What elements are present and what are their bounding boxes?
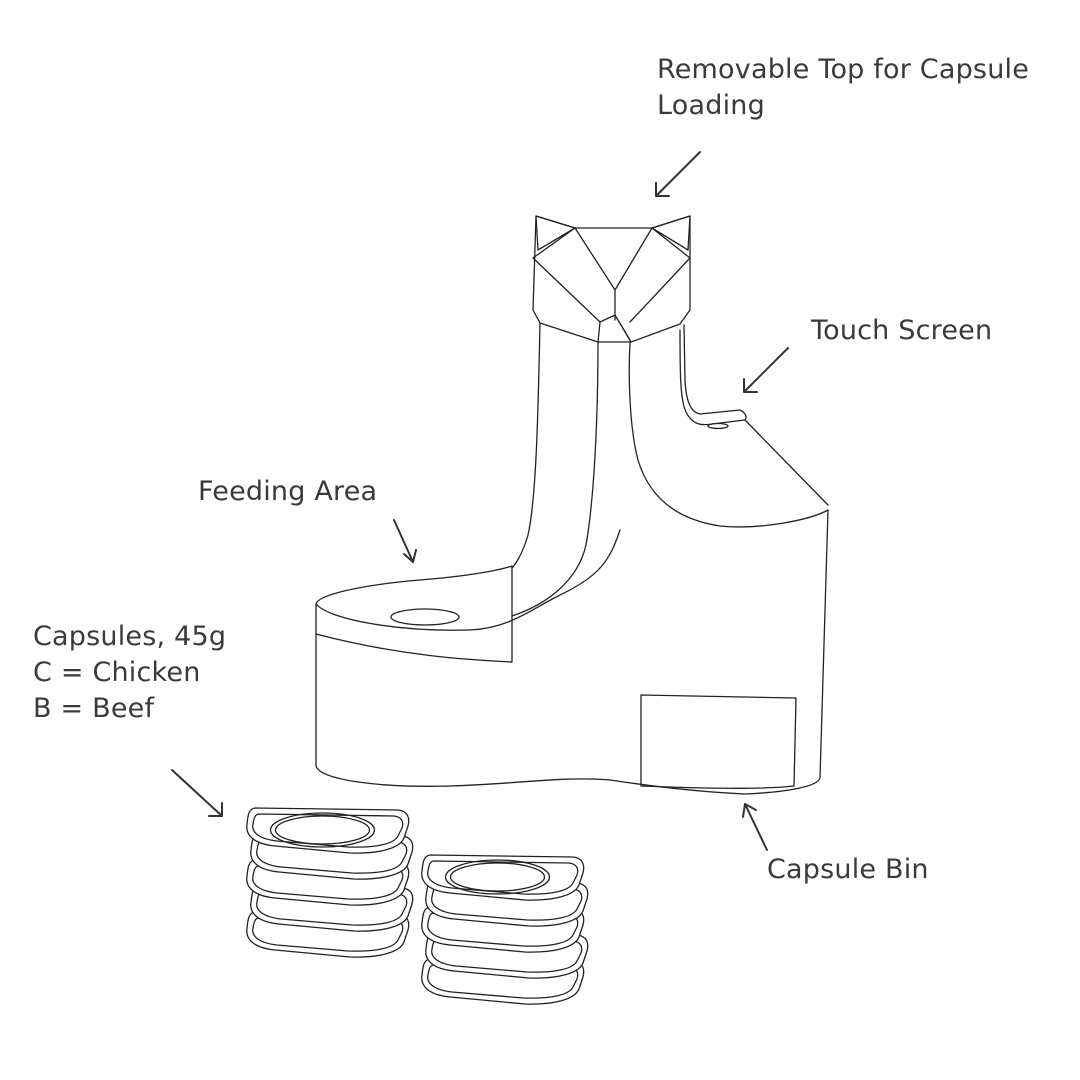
feeder-right-side (745, 420, 828, 505)
touch-screen-indicator (708, 424, 728, 429)
arrow-touch-screen (744, 348, 788, 392)
label-capsules-line1: Capsules, 45g (33, 619, 226, 655)
arrow-removable-top (656, 152, 700, 196)
feeding-bowl (391, 609, 459, 625)
label-capsules-line3: B = Beef (33, 691, 226, 727)
label-feeding-area: Feeding Area (198, 474, 377, 510)
label-removable-top-line2: Loading (657, 88, 1029, 124)
label-removable-top-line1: Removable Top for Capsule (657, 52, 1029, 88)
removable-top-head (533, 216, 690, 342)
feeder-neck-inner (512, 342, 598, 616)
feeder-neck-left (512, 323, 540, 568)
capsule-bin-door (641, 695, 796, 788)
label-removable-top: Removable Top for Capsule Loading (657, 52, 1029, 124)
feeder-right-shoulder (629, 343, 828, 527)
arrow-feeding-area (394, 520, 416, 562)
arrow-capsule-bin (743, 804, 767, 850)
touch-screen-platform (680, 325, 746, 425)
label-capsule-bin: Capsule Bin (767, 852, 929, 888)
arrow-capsules (172, 770, 222, 816)
feeder-lower-body (316, 510, 828, 794)
feeder-body (316, 323, 828, 794)
capsule-stack-right (422, 855, 588, 1004)
label-capsules-line2: C = Chicken (33, 655, 226, 691)
capsule-stack-left (247, 808, 413, 957)
label-touch-screen: Touch Screen (811, 313, 992, 349)
feeding-area-surface (316, 530, 620, 630)
head-outline (533, 216, 690, 342)
label-capsules: Capsules, 45g C = Chicken B = Beef (33, 619, 226, 727)
feeder-base-outline (316, 566, 512, 662)
